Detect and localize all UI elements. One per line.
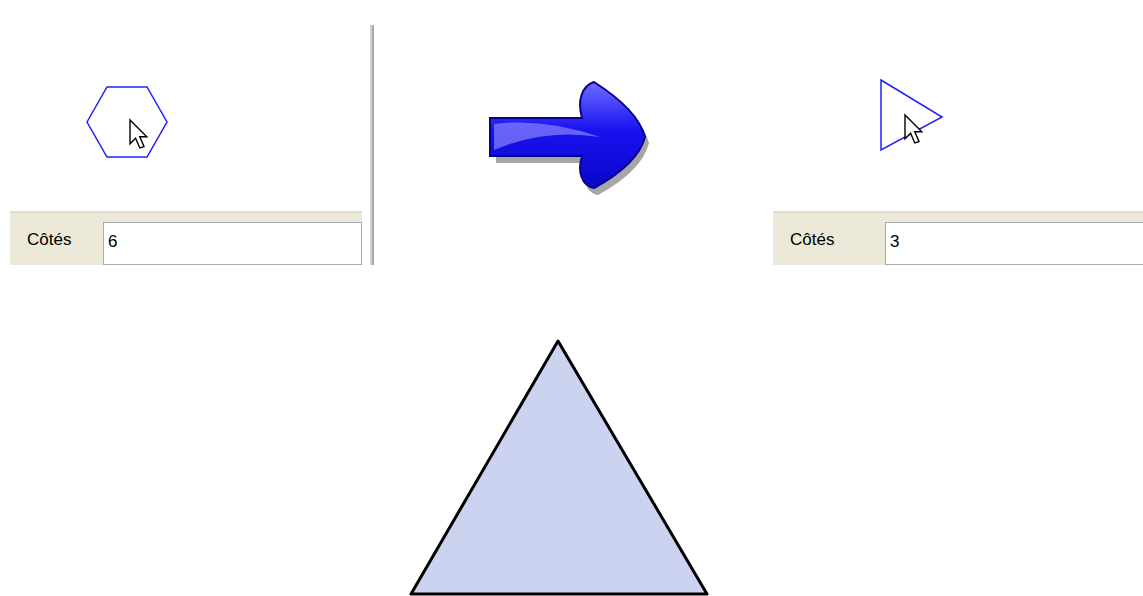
field-label: Côtés — [27, 230, 71, 250]
mouse-cursor — [130, 120, 147, 148]
result-triangle — [411, 341, 707, 594]
status-bar — [10, 212, 362, 265]
left-screenshot — [10, 25, 374, 265]
input-field — [104, 223, 362, 265]
panel-divider — [370, 25, 374, 265]
transition-arrow — [490, 82, 649, 195]
triangle-outline — [881, 80, 942, 150]
hexagon — [87, 87, 167, 157]
input-field — [886, 223, 1143, 265]
field-value: 3 — [890, 232, 899, 252]
field-label: Côtés — [790, 230, 834, 250]
right-screenshot — [773, 80, 1143, 265]
mouse-cursor — [905, 115, 922, 143]
field-value: 6 — [108, 232, 117, 252]
